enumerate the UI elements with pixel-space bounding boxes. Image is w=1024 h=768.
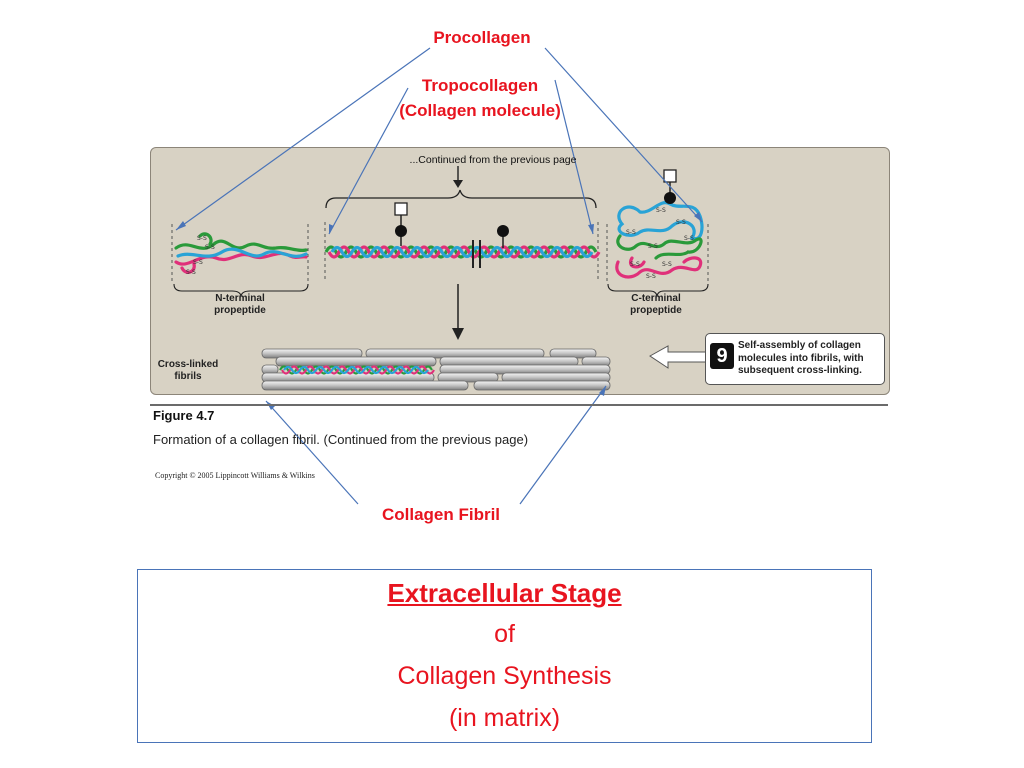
top-brace [325,189,597,209]
continued-text: ...Continued from the previous page [409,154,577,166]
svg-text:S-S: S-S [626,229,636,236]
step-number: 9 [710,343,734,369]
fibril-rods [261,348,611,391]
n-terminal-propeptide [174,232,308,274]
cross-linked-line1: Cross-linked [157,359,219,370]
svg-text:S-S: S-S [656,207,666,214]
n-terminal-label: N-terminal propeptide [190,293,290,317]
tropocollagen-label: Tropocollagen (Collagen molecule) [380,73,580,123]
stage-matrix: (in matrix) [448,704,561,732]
collagen-fibril-label: Collagen Fibril [381,505,501,524]
c-terminal-line1: C-terminal [631,293,681,304]
svg-text:S-S: S-S [662,261,672,268]
stage-box: Extracellular Stage of Collagen Synthesi… [137,569,872,743]
svg-text:S-S: S-S [205,244,215,251]
callout-pointer [649,345,707,369]
stage-of: of [494,620,515,648]
cross-linked-line2: fibrils [174,371,202,382]
c-terminal-label: C-terminal propeptide [606,293,706,317]
c-terminal-line2: propeptide [630,305,682,316]
svg-text:S-S: S-S [646,273,656,280]
figure-number: Figure 4.7 [153,408,215,423]
triple-helix [324,245,601,259]
n-terminal-line1: N-terminal [215,293,265,304]
stage-title: Extracellular Stage [387,578,622,608]
procollagen-label: Procollagen [433,28,531,47]
svg-text:S-S: S-S [193,259,203,266]
step-callout: 9 Self-assembly of collagen molecules in… [705,333,885,385]
copyright-text: Copyright © 2005 Lippincott Williams & W… [155,471,315,480]
figure-divider [150,404,888,406]
svg-text:S-S: S-S [630,261,640,268]
n-terminal-line2: propeptide [214,305,266,316]
marker-filled [395,225,407,237]
n-terminal-brace [173,283,309,297]
c-terminal-propeptide [615,201,704,279]
tropocollagen-label-line1: Tropocollagen [421,76,539,95]
figure-caption: Formation of a collagen fibril. (Continu… [153,432,529,447]
tropocollagen-label-line2: (Collagen molecule) [399,101,561,120]
cross-linked-label: Cross-linked fibrils [154,359,222,383]
stage-synthesis: Collagen Synthesis [397,662,612,690]
svg-text:S-S: S-S [648,243,658,250]
svg-text:S-S: S-S [186,269,196,276]
svg-text:S-S: S-S [197,235,207,242]
svg-text:S-S: S-S [684,235,694,242]
c-terminal-brace [607,283,709,297]
svg-text:S-S: S-S [676,219,686,226]
marker-square [394,202,408,216]
step-text: Self-assembly of collagen molecules into… [738,340,864,376]
